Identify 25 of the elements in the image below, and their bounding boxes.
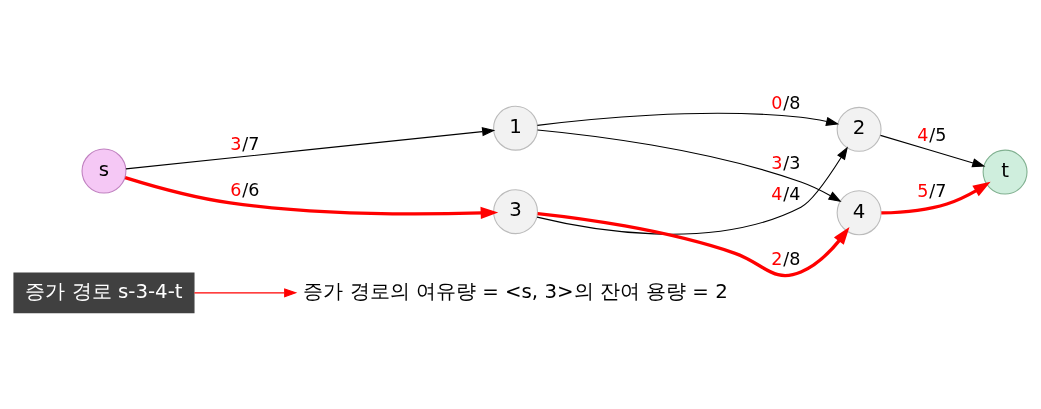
node-circle: s (81, 148, 127, 194)
node-box: 증가 경로 s-3-4-t (13, 272, 195, 314)
node-circle: 3 (493, 189, 539, 235)
edge-label: 3/7 (230, 133, 260, 154)
arrow (879, 134, 986, 168)
arrow (537, 212, 850, 278)
edge-label: 3/3 (771, 152, 801, 173)
arrow (125, 127, 496, 170)
edge-label: 0/8 (771, 93, 801, 114)
arrow (193, 288, 298, 298)
edge-label: 5/7 (917, 181, 947, 202)
node-circle: 2 (836, 106, 882, 152)
arrow (537, 129, 842, 203)
edge-label: 2/8 (771, 249, 801, 270)
arrow (536, 146, 848, 235)
edge-label: 6/6 (230, 180, 260, 201)
arrow (536, 112, 840, 126)
node-text: 증가 경로의 여유량 = <s, 3>의 잔여 용량 = 2 (303, 279, 728, 303)
node-circle: 1 (493, 105, 539, 151)
node-circle: 4 (836, 190, 882, 236)
node-circle: t (982, 149, 1028, 195)
arrow (881, 181, 991, 215)
arrow (124, 176, 499, 220)
edge-label: 4/5 (917, 125, 947, 146)
edge-label: 4/4 (771, 184, 801, 205)
